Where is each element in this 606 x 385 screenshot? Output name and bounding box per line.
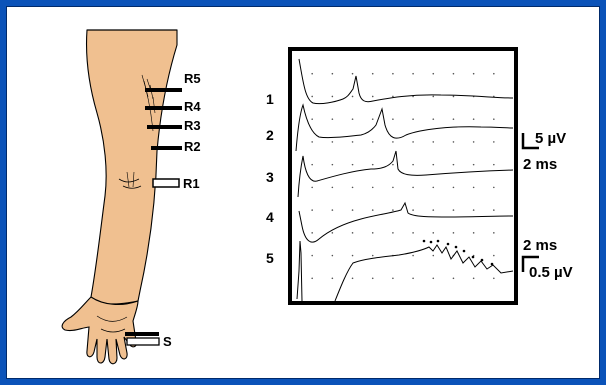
recording-grid <box>290 49 516 303</box>
scale-upper-time: 2 ms <box>523 156 557 173</box>
electrode-r3-label: R3 <box>184 118 201 133</box>
arm-illustration: R5 R4 R3 R2 R1 S <box>62 30 201 364</box>
electrode-r2-label: R2 <box>184 139 201 154</box>
arm-silhouette <box>87 30 177 304</box>
electrode-s-label: S <box>163 334 172 349</box>
trace-label-2: 2 <box>266 127 274 143</box>
electrode-r1: R1 <box>153 176 200 191</box>
trace-label-5: 5 <box>266 250 274 266</box>
trace-label-4: 4 <box>266 209 274 225</box>
scale-bar-lower: 2 ms 0.5 µV <box>523 237 573 281</box>
recording-panel: 1 2 3 4 5 <box>266 49 516 303</box>
trace-label-3: 3 <box>266 169 274 185</box>
electrode-r1-label: R1 <box>183 176 200 191</box>
scale-upper-voltage: 5 µV <box>535 130 566 147</box>
electrode-r4-label: R4 <box>184 99 201 114</box>
nerve-recording-diagram: R5 R4 R3 R2 R1 S <box>7 7 601 380</box>
hand <box>62 297 138 364</box>
figure-panel: R5 R4 R3 R2 R1 S <box>6 6 600 379</box>
scale-bar-upper: 5 µV 2 ms <box>523 130 566 173</box>
electrode-r5-label: R5 <box>184 71 201 86</box>
scale-lower-voltage: 0.5 µV <box>529 264 573 281</box>
trace-label-1: 1 <box>266 91 274 107</box>
scale-lower-time: 2 ms <box>523 237 557 254</box>
